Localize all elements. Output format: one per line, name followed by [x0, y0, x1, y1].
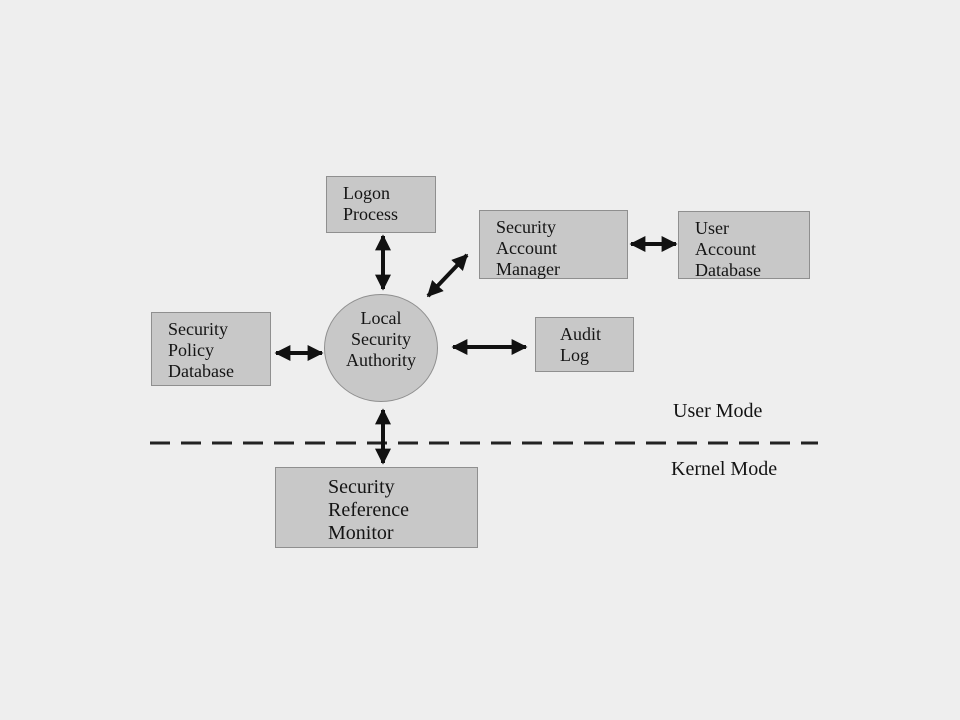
user-db-label-1: User: [695, 218, 729, 238]
security-account-manager-box: Security Account Manager: [479, 210, 628, 279]
logon-process-label-2: Process: [343, 204, 398, 224]
lsa-label-3: Authority: [346, 350, 416, 370]
srm-label-3: Monitor: [328, 522, 394, 544]
security-reference-monitor-box: Security Reference Monitor: [275, 467, 478, 548]
policy-db-label-1: Security: [168, 319, 228, 339]
user-db-label-3: Database: [695, 260, 761, 280]
lsa-label-1: Local: [360, 308, 402, 328]
user-mode-label: User Mode: [673, 400, 763, 422]
srm-label-2: Reference: [328, 499, 410, 521]
srm-label-1: Security: [328, 476, 395, 498]
user-account-database-box: User Account Database: [678, 211, 810, 280]
security-policy-database-box: Security Policy Database: [151, 312, 271, 386]
logon-process-box: Logon Process: [326, 176, 436, 233]
audit-log-box: Audit Log: [535, 317, 634, 372]
kernel-mode-label: Kernel Mode: [671, 458, 778, 480]
sam-label-2: Account: [496, 238, 557, 258]
local-security-authority-node: Local Security Authority: [324, 294, 438, 402]
policy-db-label-2: Policy: [168, 340, 215, 360]
sam-label-1: Security: [496, 217, 556, 237]
policy-db-label-3: Database: [168, 361, 234, 381]
lsa-label-2: Security: [351, 329, 411, 349]
audit-log-label-1: Audit: [560, 324, 602, 344]
arrow-lsa-sam: [426, 253, 469, 298]
user-db-label-2: Account: [695, 239, 756, 259]
audit-log-label-2: Log: [560, 345, 589, 365]
sam-label-3: Manager: [496, 259, 560, 279]
logon-process-label-1: Logon: [343, 183, 390, 203]
